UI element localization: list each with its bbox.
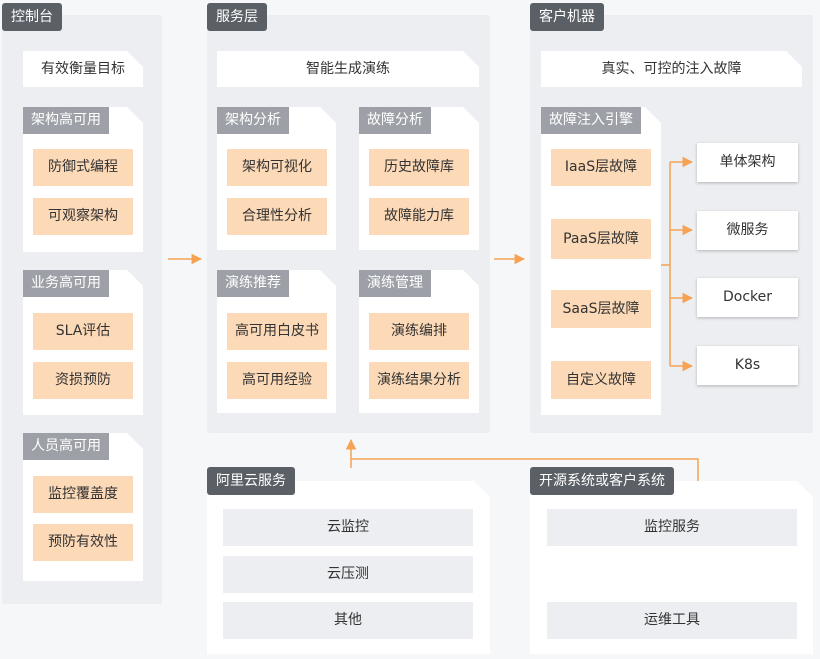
target-box: 微服务 — [697, 211, 798, 250]
service-group-arch-label: 架构分析 — [217, 107, 289, 134]
console-item: 可观察架构 — [33, 198, 133, 235]
console-item: 防御式编程 — [33, 149, 133, 186]
service-group-manage-label: 演练管理 — [359, 270, 431, 297]
target-box: Docker — [697, 278, 798, 317]
service-item: 故障能力库 — [369, 198, 469, 235]
client-tab: 客户机器 — [530, 3, 604, 31]
target-box: 单体架构 — [697, 143, 798, 182]
engine-item: PaaS层故障 — [551, 219, 651, 259]
service-group-fault-label: 故障分析 — [359, 107, 431, 134]
arrow-opensource-to-service — [351, 458, 699, 481]
aliyun-item: 云压测 — [223, 556, 473, 593]
service-goal: 智能生成演练 — [217, 51, 479, 87]
console-item: 预防有效性 — [33, 524, 133, 561]
aliyun-item: 其他 — [223, 602, 473, 639]
service-item: 演练结果分析 — [369, 362, 469, 399]
service-item: 历史故障库 — [369, 149, 469, 186]
console-group-arch-label: 架构高可用 — [23, 107, 109, 134]
service-tab: 服务层 — [207, 3, 267, 31]
client-goal: 真实、可控的注入故障 — [541, 51, 802, 87]
fault-engine-label: 故障注入引擎 — [541, 107, 641, 134]
service-item: 演练编排 — [369, 313, 469, 350]
opensource-tab: 开源系统或客户系统 — [530, 467, 674, 495]
console-group-biz-label: 业务高可用 — [23, 270, 109, 297]
opensource-item: 监控服务 — [547, 509, 797, 546]
service-item: 高可用经验 — [227, 362, 327, 399]
engine-item: 自定义故障 — [551, 361, 651, 399]
engine-item: SaaS层故障 — [551, 290, 651, 328]
console-tab: 控制台 — [2, 3, 62, 31]
service-group-recommend-label: 演练推荐 — [217, 270, 289, 297]
engine-item: IaaS层故障 — [551, 149, 651, 186]
console-goal: 有效衡量目标 — [23, 51, 143, 87]
aliyun-item: 云监控 — [223, 509, 473, 546]
service-item: 合理性分析 — [227, 198, 327, 235]
console-item: SLA评估 — [33, 313, 133, 350]
opensource-item: 运维工具 — [547, 602, 797, 639]
aliyun-tab: 阿里云服务 — [207, 467, 295, 495]
console-item: 监控覆盖度 — [33, 476, 133, 513]
service-item: 架构可视化 — [227, 149, 327, 186]
target-box: K8s — [697, 346, 798, 385]
console-item: 资损预防 — [33, 362, 133, 399]
service-item: 高可用白皮书 — [227, 313, 327, 350]
console-group-staff-label: 人员高可用 — [23, 433, 109, 460]
